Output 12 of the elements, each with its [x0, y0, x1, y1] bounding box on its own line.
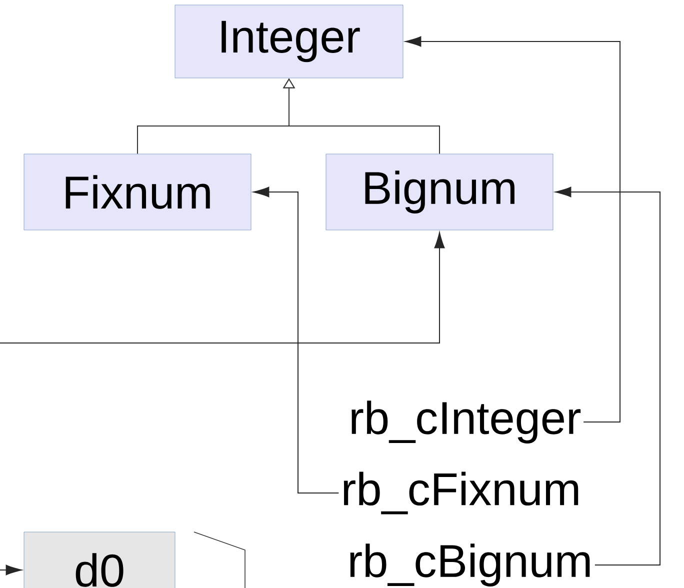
class-box: Fixnum: [24, 154, 252, 230]
class-box: Bignum: [326, 154, 554, 230]
arrow: [555, 186, 661, 566]
arrow: [0, 564, 22, 576]
arrow: [405, 36, 620, 422]
class-box: Integer: [174, 4, 404, 78]
object-box: d0: [24, 532, 176, 588]
arrow: [253, 186, 340, 494]
variable-label: rb_cInteger: [346, 398, 584, 446]
arrow: [0, 232, 445, 344]
variable-label: rb_cBignum: [345, 542, 595, 588]
variable-label: rb_cFixnum: [338, 470, 584, 516]
